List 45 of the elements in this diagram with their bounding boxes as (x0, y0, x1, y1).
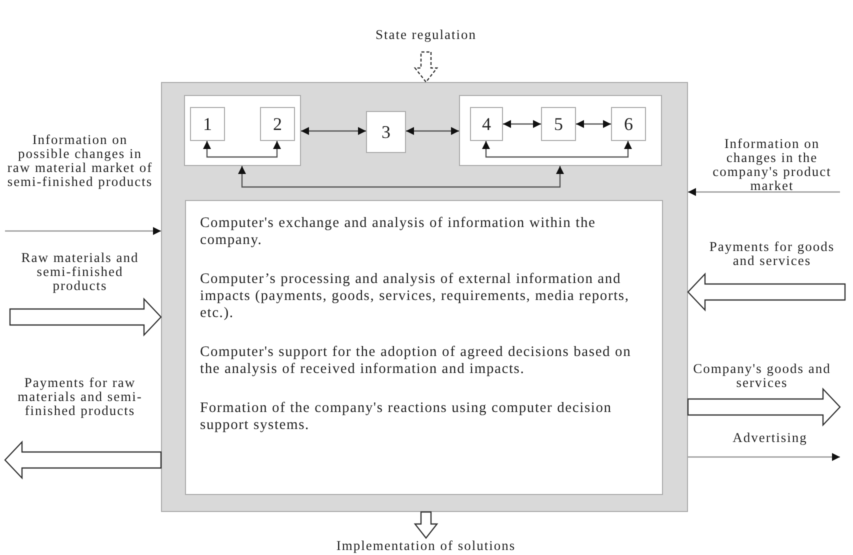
arrow (5, 227, 161, 235)
arrow (203, 141, 281, 158)
panel-paragraph: Formation of the company's reactions using computer decision support systems. (200, 400, 613, 434)
group-box (184, 95, 301, 166)
edge-label: Information on changes in the company's product market (712, 137, 832, 193)
numbered-box (541, 107, 576, 141)
edge-label: Payments for goods and services (708, 240, 836, 268)
panel-paragraph: Computer's exchange and analysis of information within the company. (200, 215, 597, 249)
box-number: 3 (382, 122, 390, 142)
block-arrow (414, 51, 438, 83)
arrow (301, 127, 366, 135)
arrow (688, 453, 840, 461)
arrow (503, 120, 541, 128)
block-arrow (9, 298, 162, 336)
box-number: 6 (624, 114, 633, 134)
edge-label: Implementation of solutions (335, 539, 517, 553)
block-arrow (687, 388, 841, 426)
arrow (406, 127, 459, 135)
numbered-box (470, 107, 503, 141)
edge-label: State regulation (374, 28, 478, 42)
system-panel (161, 82, 688, 512)
group-box (459, 95, 662, 166)
arrow (688, 188, 840, 196)
edge-label: Company's goods and services (692, 362, 832, 390)
edge-label: Advertising (732, 431, 808, 445)
numbered-box (190, 107, 225, 141)
panel-paragraph: Computer's support for the adoption of agreed decisions based on the analysis of received information and impacts. (200, 344, 632, 378)
block-arrow (687, 272, 846, 312)
arrow (576, 120, 611, 128)
arrow (482, 141, 632, 158)
block-arrow (414, 511, 438, 539)
box-number: 4 (482, 114, 491, 134)
box-number: 1 (203, 114, 212, 134)
edge-label: Information on possible changes in raw material market of semi-finished products (6, 133, 154, 189)
edge-label: Payments for raw materials and semi-finished products (16, 376, 144, 418)
box-number: 5 (554, 114, 563, 134)
edge-label: Raw materials and semi-finished products (20, 251, 140, 293)
numbered-box (260, 107, 295, 141)
block-arrow (4, 440, 162, 480)
numbered-box (366, 111, 406, 153)
panel-paragraph: Computer’s processing and analysis of external information and impacts (payments, goods, services, requirements, media reports, etc.). (200, 271, 630, 322)
numbered-box (611, 107, 646, 141)
arrow (238, 166, 564, 188)
box-number: 2 (273, 114, 282, 134)
text-panel (185, 200, 663, 495)
